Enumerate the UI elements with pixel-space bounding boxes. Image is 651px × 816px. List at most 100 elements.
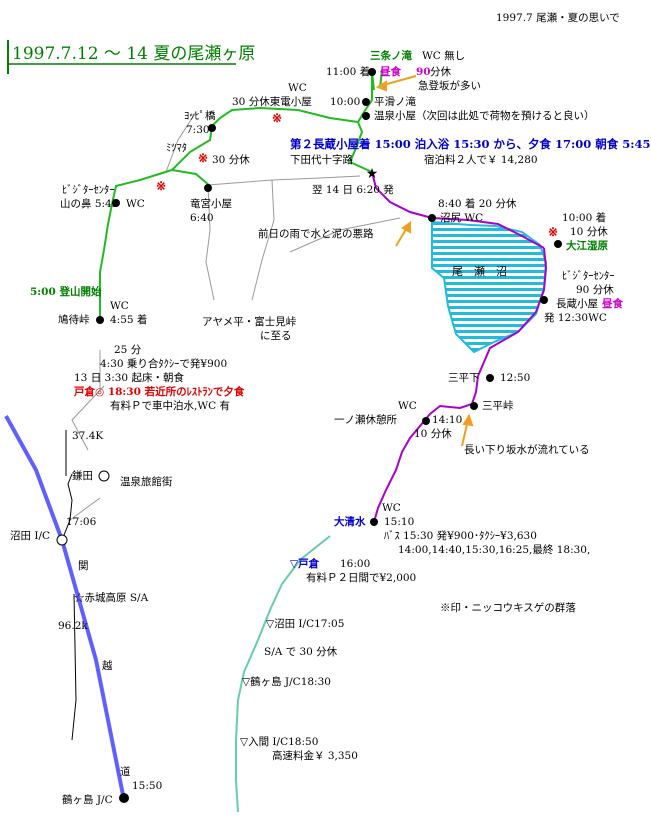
label-kamata: 鎌田	[72, 470, 93, 482]
label-25-mins: 25 分	[114, 344, 142, 356]
waypoint-oe	[554, 240, 562, 248]
nikko-marker-4: ※	[548, 225, 559, 239]
waypoint-ichinose	[422, 417, 430, 425]
label-day-14: 翌 14 日 6:20 発	[312, 184, 394, 196]
waypoint-kamata	[98, 470, 110, 482]
waypoints	[96, 68, 562, 803]
label-mud: 前日の雨で水と泥の悪路	[258, 228, 374, 240]
label-tokura-return-time: 16:00	[340, 558, 371, 570]
label-vc-rest: 90 分休	[576, 284, 614, 296]
waypoint-yoppi	[208, 124, 216, 132]
label-steep: 急登坂が多い	[418, 80, 481, 92]
ozenuma-lake	[431, 220, 548, 354]
label-numata-return: ▽沼田 I/C17:05	[266, 618, 345, 630]
return-route	[235, 535, 331, 813]
label-ichinose-rest: 10 分休	[414, 428, 452, 440]
label-ichinose-time: 14:10	[432, 414, 463, 426]
label-kan: 関	[78, 560, 89, 572]
label-etsu: 越	[102, 660, 113, 672]
label-numajiri-time: 8:40 着 20 分休	[438, 198, 517, 210]
label-sanpei-pass: 三平峠	[482, 400, 514, 412]
nikko-marker-2: ※	[198, 151, 209, 165]
label-lunch-1-rest: 90	[416, 66, 431, 78]
waypoint-oshimizu	[370, 518, 378, 526]
waypoint-tsurugashima	[119, 793, 129, 803]
label-yoppi-time: 7:30	[186, 124, 210, 136]
label-sanjo-time: 11:00 着	[326, 66, 371, 78]
label-hirataki: 平滑ノ滝	[374, 96, 416, 108]
label-oe-rest: 10 分休	[570, 226, 608, 238]
label-tsurugashima: 鶴ヶ島 J/C	[62, 794, 113, 806]
waypoint-onsen	[362, 112, 370, 120]
label-sanjo-falls: 三条ノ滝	[370, 50, 412, 62]
label-east-hut: 30 分休東電小屋	[232, 96, 312, 108]
label-hatomachi: 鳩待峠	[58, 314, 90, 326]
label-visitor-center-east: ﾋﾞｼﾞﾀｰｾﾝﾀｰ	[562, 270, 615, 282]
label-distance-1: 37.4K	[72, 430, 104, 442]
label-numata-time: 17:06	[66, 516, 97, 528]
label-stay-2: 第２長蔵小屋着 15:00 泊入浴 15:30 から、夕食 17:00 朝食 5…	[290, 137, 651, 151]
page-title: 1997.7.12 〜 14 夏の尾瀬ヶ原	[12, 44, 256, 64]
waypoint-numajiri	[428, 214, 436, 222]
label-tokura-parking: 有料Ｐ２日間で¥2,000	[306, 572, 417, 584]
label-shimotashiro: 下田代十字路	[290, 154, 353, 166]
label-ayame-2: に至る	[260, 330, 292, 342]
local-road	[61, 473, 73, 541]
label-tsurugashima-time: 15:50	[132, 780, 163, 792]
nikko-marker-1: ※	[272, 111, 283, 125]
route-map: ★	[4, 40, 562, 813]
label-sanjo-wc: WC 無し	[422, 50, 466, 62]
waypoint-chozo	[540, 296, 548, 304]
waypoint-ryugu	[204, 184, 212, 192]
label-wc-ichinose: WC	[398, 400, 417, 412]
label-numajiri: 沼尻 WC	[440, 212, 484, 224]
label-iruma: ▽入間 I/C18:50	[240, 736, 319, 748]
label-akagi-sa: ☆赤城高原 S/A	[74, 592, 149, 604]
label-oshimizu: 大清水	[334, 516, 366, 528]
label-oe-time: 10:00 着	[562, 212, 607, 224]
label-distance-2: 96.2k	[58, 620, 88, 632]
trails	[69, 111, 401, 521]
label-rest-30-a: 30 分休	[212, 154, 250, 166]
label-wc-yamanohana: WC	[126, 198, 145, 210]
label-lunch-2: 昼食	[602, 298, 623, 310]
label-lodging: 宿泊料２人で￥ 14,280	[424, 154, 538, 166]
waypoint-hirataki	[362, 98, 370, 106]
label-wc-oshimizu: WC	[382, 502, 401, 514]
nikko-marker-3: ※	[156, 179, 167, 193]
green-route	[99, 69, 383, 318]
label-wc-hatomachi: WC	[110, 300, 129, 312]
label-chozo-hut: 長蔵小屋	[556, 298, 598, 310]
label-ichinose: 一ノ瀬休憩所	[334, 414, 397, 426]
label-tokura-return: ▽戸倉	[290, 558, 320, 570]
waypoint-sanjo	[368, 68, 376, 76]
label-nikko-note: ※印・ニッコウキスゲの群落	[440, 602, 576, 614]
label-lunch-1-rest-unit: 分休	[430, 66, 451, 78]
label-sanpeishita: 三平下	[448, 372, 480, 384]
label-bus-times: 14:00,14:40,15:30,16:25,最終 18:30,	[398, 544, 591, 556]
waypoint-yamanohana	[112, 199, 120, 207]
label-oe-marsh: 大江湿原	[566, 240, 608, 252]
label-oshimizu-time: 15:10	[384, 516, 415, 528]
label-onsen-hut: 温泉小屋（次回は此処で荷物を預けると良い）	[374, 110, 595, 122]
pointer-arrows	[375, 75, 474, 447]
label-bus: ﾊﾞｽ 15:30 発¥900･ﾀｸｼｰ¥3,630	[384, 530, 537, 542]
label-tokura-dinner: 戸倉◎ 18:30 若近所のﾚｽﾄﾗﾝで夕食	[74, 386, 245, 398]
label-chozo-depart: 発 12:30WC	[544, 312, 607, 324]
label-ryugu-time: 6:40	[190, 212, 214, 224]
waypoint-sanpei-pass	[470, 402, 478, 410]
label-start: 5:00 登山開始	[30, 286, 102, 298]
label-sa-rest: S/A で 30 分休	[264, 646, 338, 658]
label-parking-sleep: 有料Ｐで車中泊水,WC 有	[110, 400, 231, 412]
label-hatomachi-time: 4:55 着	[110, 314, 148, 326]
label-taxi: 4:30 乗り合ﾀｸｼｰで発¥900	[100, 358, 228, 370]
star-icon: ★	[366, 166, 379, 182]
label-dou: 道	[120, 766, 131, 778]
label-toll: 高速料金￥ 3,350	[272, 750, 358, 762]
label-ayame: アヤメ平・富士見峠	[202, 316, 297, 328]
label-onsen-inn: 温泉旅館街	[120, 476, 173, 488]
label-yamanohana: 山の鼻 5:45	[60, 198, 119, 210]
label-day-13: 13 日 3:30 起床・朝食	[74, 372, 184, 384]
waypoint-sanpeishita	[486, 374, 494, 382]
label-numata-ic: 沼田 I/C	[10, 530, 51, 542]
